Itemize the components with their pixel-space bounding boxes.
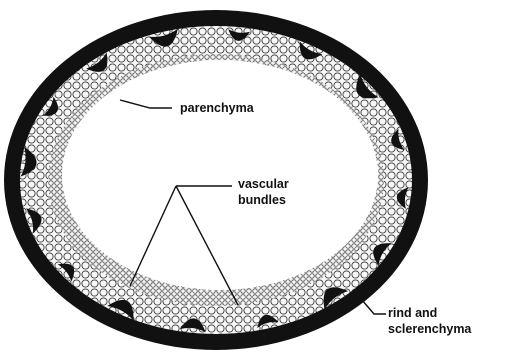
label-rind-line2: sclerenchyma (388, 322, 472, 336)
rind-leader (362, 300, 386, 314)
label-parenchyma: parenchyma (180, 101, 255, 115)
label-vascular-line1: vascular (238, 177, 289, 191)
label-vascular-line2: bundles (238, 193, 286, 207)
label-rind-line1: rind and (388, 306, 437, 320)
hollow-center (62, 60, 378, 290)
